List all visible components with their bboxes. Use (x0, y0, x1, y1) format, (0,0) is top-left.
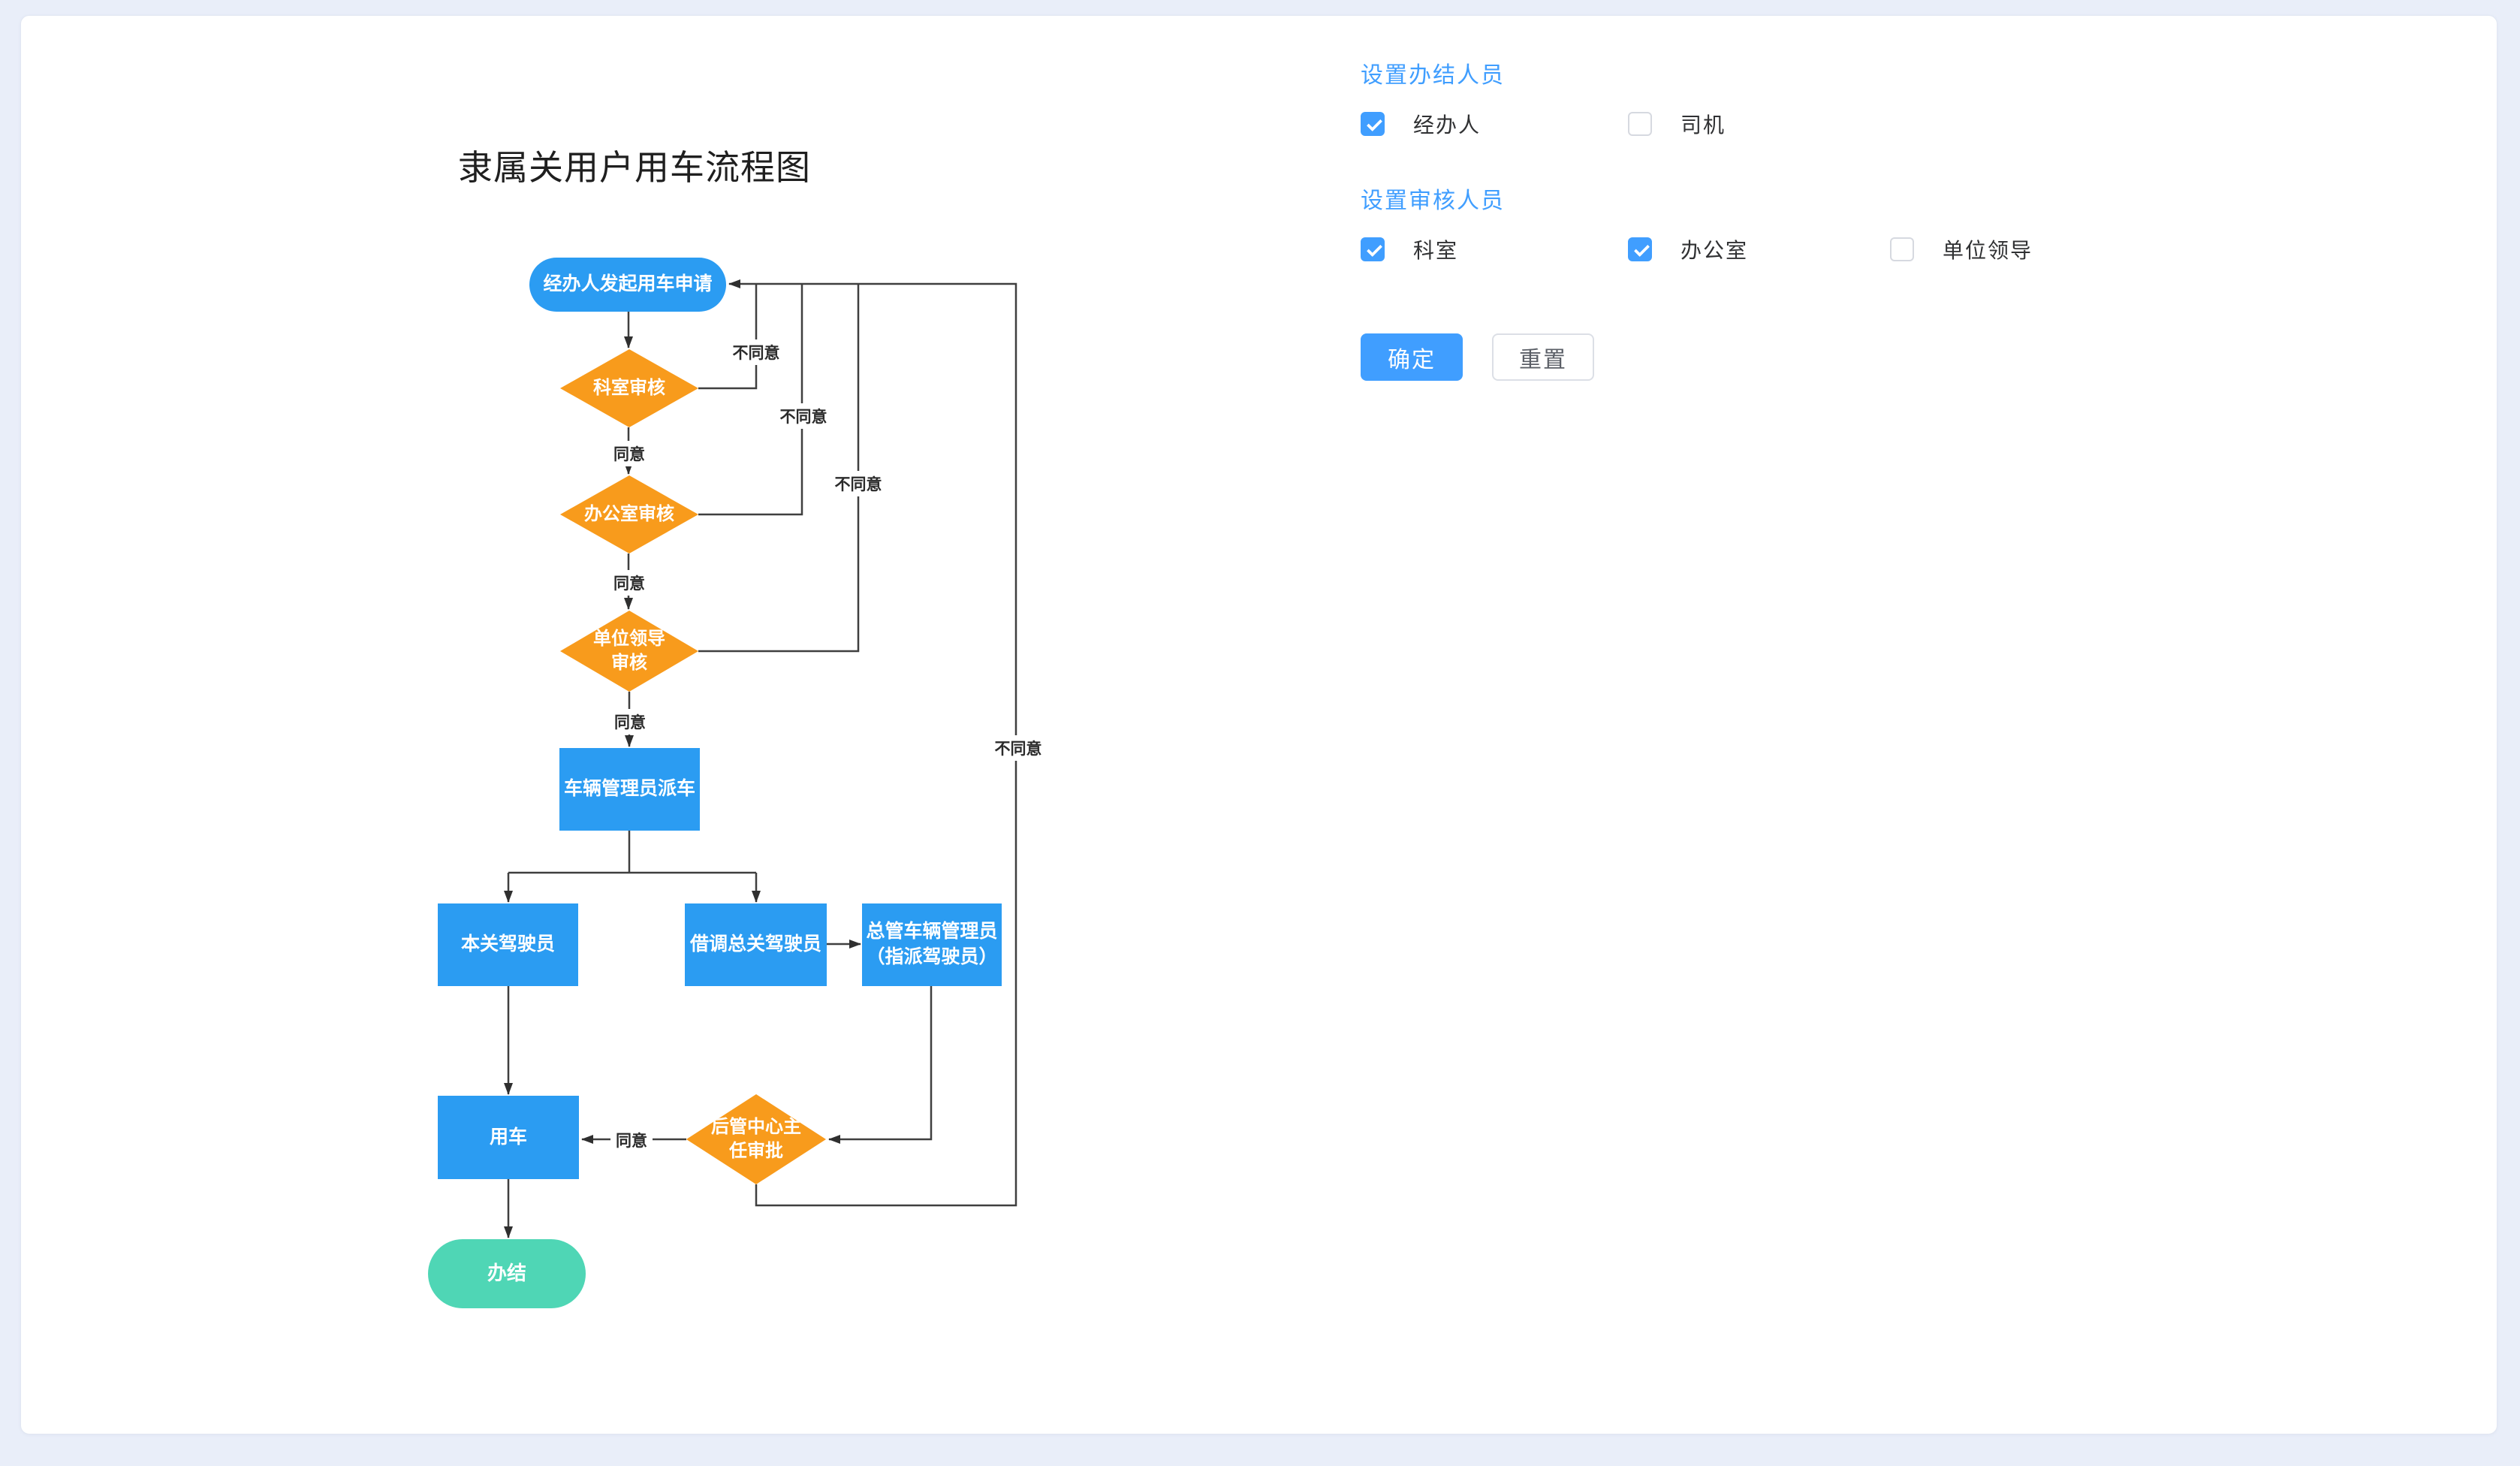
edge-label-agree-4: 同意 (610, 1127, 653, 1153)
edge-label-disagree-2: 不同意 (774, 403, 833, 429)
edge-label-agree-3: 同意 (609, 709, 651, 735)
content-card (20, 15, 2497, 1434)
flow-node-use-car: 用车 (438, 1096, 579, 1179)
flow-node-dispatch: 车辆管理员派车 (559, 748, 700, 831)
checkbox-option-agent[interactable]: 经办人 (1361, 109, 1481, 139)
dept-checkbox[interactable] (1361, 237, 1385, 261)
flow-node-local-driver: 本关驾驶员 (438, 903, 578, 986)
edge-label-disagree-4: 不同意 (989, 735, 1047, 761)
flow-node-borrow-driver: 借调总关驾驶员 (685, 903, 827, 986)
office-checkbox[interactable] (1628, 237, 1652, 261)
leader-checkbox[interactable] (1890, 237, 1914, 261)
office-checkbox-label: 办公室 (1681, 239, 1749, 262)
confirm-button[interactable]: 确定 (1361, 333, 1463, 381)
edge-label-disagree-1: 不同意 (727, 339, 785, 365)
flow-node-finish: 办结 (428, 1239, 586, 1308)
edge-label-disagree-3: 不同意 (829, 471, 888, 496)
leader-checkbox-label: 单位领导 (1943, 239, 2033, 262)
review-personnel-heading: 设置审核人员 (1361, 189, 1505, 213)
flowchart-title: 隶属关用户用车流程图 (458, 148, 811, 187)
checkbox-option-leader[interactable]: 单位领导 (1890, 234, 2033, 264)
driver-checkbox-label: 司机 (1681, 113, 1726, 137)
reset-button[interactable]: 重置 (1492, 333, 1594, 381)
driver-checkbox[interactable] (1628, 112, 1652, 136)
checkbox-option-dept[interactable]: 科室 (1361, 234, 1458, 264)
flow-node-chief-admin: 总管车辆管理员 （指派驾驶员） (862, 903, 1002, 986)
edge-label-agree-1: 同意 (608, 441, 650, 466)
agent-checkbox-label: 经办人 (1413, 113, 1482, 137)
checkbox-option-driver[interactable]: 司机 (1628, 109, 1726, 139)
edge-label-agree-2: 同意 (608, 570, 650, 596)
checkbox-option-office[interactable]: 办公室 (1628, 234, 1748, 264)
flow-node-start: 经办人发起用车申请 (529, 258, 726, 312)
finish-personnel-heading: 设置办结人员 (1361, 63, 1505, 88)
agent-checkbox[interactable] (1361, 112, 1385, 136)
dept-checkbox-label: 科室 (1413, 239, 1459, 262)
